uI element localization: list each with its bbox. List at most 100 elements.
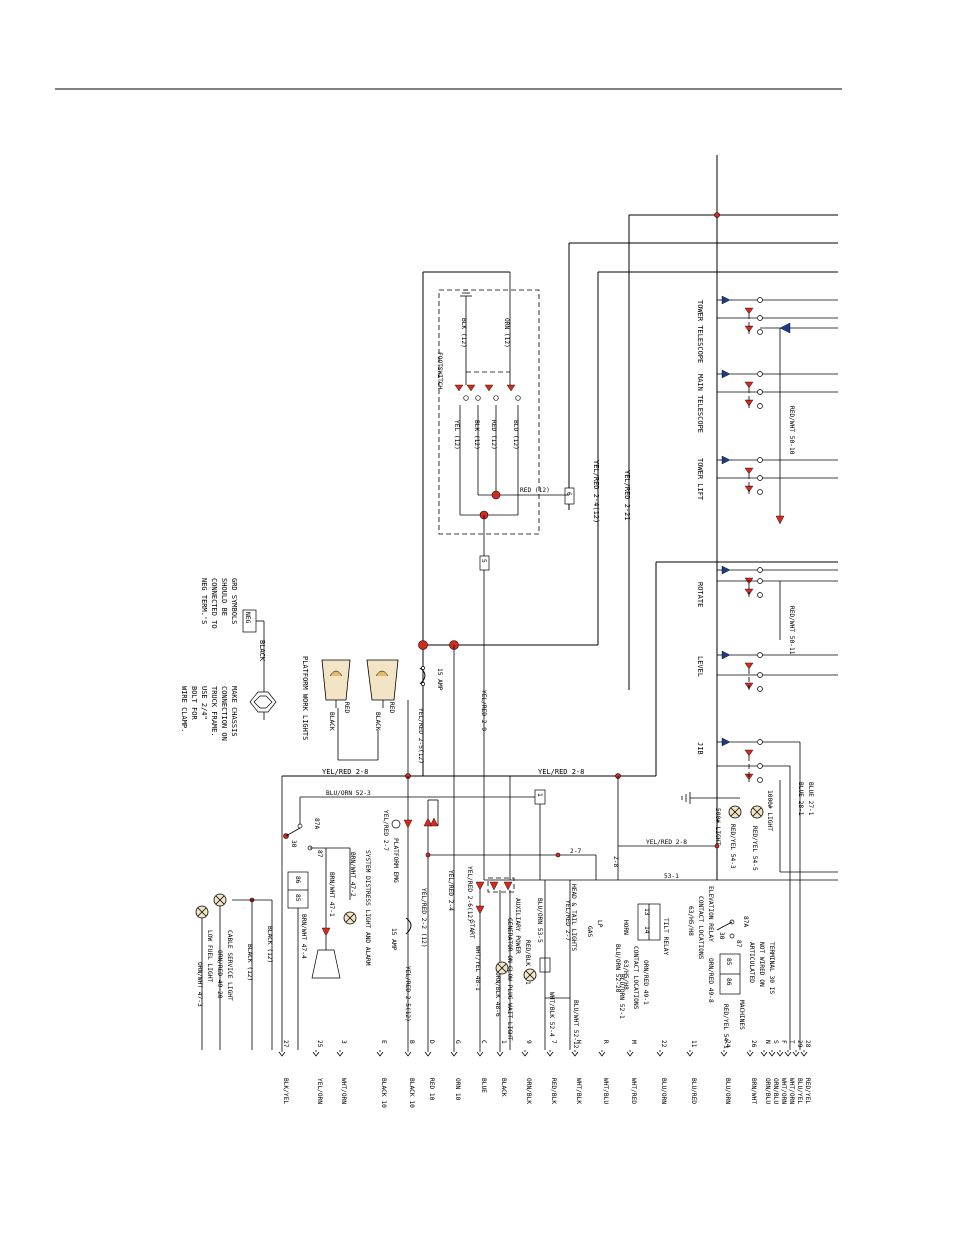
diode-icon [721,369,731,379]
fuse-15a-label: 15 AMP [436,668,443,691]
blue-27-label: BLUE 27-1 [807,782,814,816]
connector-arrow-icon [546,1051,554,1057]
elev-wire: ORN/RED 49-8 [707,958,714,1003]
diode-icon [429,817,439,827]
tilt-contact: CONTACT LOCATIONS [632,946,639,1010]
junction-node [714,843,720,849]
terminal-color-20: BLACK 10 [380,1078,387,1108]
gas-label: GAS [586,926,593,937]
bluorn-52-20: BLU/ORN 52-20 [614,944,621,993]
terminal-pin-8: 11 [690,1040,697,1048]
diode-icon [721,455,731,465]
valve-switch-groups [717,295,763,783]
emg-switch-icon [391,819,401,829]
elev-85: 85 [725,958,732,966]
low-fuel-label: LOW FUEL LIGHT [206,930,213,982]
terminal-color-19: BLACK 10 [408,1078,415,1108]
contact-arrow-icon [744,467,754,475]
contact-icon [757,567,763,573]
black-12-b: BLACK (12) [266,926,273,963]
contact-arrow-icon [466,384,476,392]
connector-arrow-icon [768,1051,776,1057]
diode-icon [721,737,731,747]
red-out-label: RED (12) [520,487,550,494]
bus-label-left: YEL/RED 2-8 [322,768,368,776]
1000-light-wire: RED/YEL 54-5 [751,826,758,871]
terminal-pin-3: F [780,1040,787,1044]
diode-icon [721,295,731,305]
terminal-color-4: ORN/BLU [772,1078,779,1104]
black-wire-label: BLACK [258,640,266,662]
head-tail-label: HEAD & TAIL LIGHTS [570,884,577,951]
redblk-51-1: RED/BLK 51-1 [524,940,531,985]
wire-label-2-21: YEL/RED 2-21 [623,470,631,521]
contact-icon [757,652,763,658]
connector-arrow-icon [746,1051,754,1057]
terminal-pin-12: H [575,1040,582,1044]
terminal-pin-4: S [772,1040,779,1044]
terminal-pin-1: 29 [796,1040,803,1048]
contact-icon [475,395,481,401]
valve-label-tower-telescope: TOWER TELESCOPE [696,300,704,363]
contact-arrow-icon [454,384,464,392]
connector-arrow-icon [776,1051,784,1057]
junction-node [491,490,501,500]
valve-label-tower-lift: TOWER LIFT [696,458,704,501]
chassis-note-2: CONNECTION ON [220,686,228,741]
elev-86: 86 [725,978,732,986]
terminal-color-21: WHT/ORN [340,1078,347,1104]
elev-label: ELEVATION RELAY [707,886,714,942]
yelred-2-4b: YEL/RED 2-4 [447,870,454,911]
connector-arrow-icon [571,1051,579,1057]
connector-arrow-icon [720,1051,728,1057]
grd-note-2: SHOULD BE [220,578,228,616]
terminal-pin-11: R [602,1040,609,1044]
whtyel-48-1: WHT/YEL 48-1 [474,946,481,991]
connector-arrow-icon [598,1051,606,1057]
fs-wire-orn: ORN (12) [503,318,510,348]
terminal-connector: 28RED/YEL29BLU/YELTWHT/ORNFWHT/ORNSORN/B… [278,1040,811,1108]
terminal-color-17: ORN 10 [454,1078,461,1101]
contact-icon [757,777,763,783]
terminal-pin-6: 26 [750,1040,757,1048]
terminal-pin-13: 7 [550,1040,557,1044]
connector-arrow-icon [496,1051,504,1057]
tilt-13: 13 [643,908,650,916]
fuse-6-label: 6 [565,492,572,496]
terminal-pin-0: 28 [804,1040,811,1048]
distress-w2: BRN/WHT 47-1 [328,872,335,917]
term-note-2: NOT WIRED ON [758,942,765,987]
fs-wire-blk: BLK (12) [460,318,467,348]
junction-node [555,852,561,858]
contact-icon [757,672,763,678]
connector-arrow-icon [800,1051,808,1057]
terminal-color-11: WHT/BLU [602,1078,609,1104]
fs-wire-yel: YEL (12) [453,420,460,450]
junction-node [425,852,431,858]
terminal-pin-7: 24 [724,1040,731,1048]
terminal-color-9: BLU/ORN [660,1078,667,1104]
terminal-pin-2: T [788,1040,795,1044]
terminal-pin-18: D [428,1040,435,1044]
terminal-pin-17: G [454,1040,461,1044]
blue-28-label: BLUE 28-1 [797,782,804,816]
wire-2-8: 2-8 [612,856,619,867]
connector-arrow-icon [376,1051,384,1057]
fuse-1-label: 1 [536,793,543,797]
connector-arrow-icon [760,1051,768,1057]
connector-arrow-icon [792,1051,800,1057]
elev-87a: 87A [742,916,749,927]
junction-node [418,640,428,650]
tilt-wire: ORN/RED 49-1 [642,960,649,1005]
contact-icon [463,395,469,401]
start-label: START [468,920,475,939]
connector-arrow-icon [784,1051,792,1057]
contact-icon [757,592,763,598]
fuse-6 [564,487,575,505]
elev-87: 87 [735,940,742,948]
junction-node [714,212,720,218]
cable-light-label: CABLE SERVICE LIGHT [226,930,233,1001]
work-light-icon [321,659,351,708]
bluorn-52-3-label: BLU/ORN 52-3 [326,790,371,797]
terminal-color-10: WHT/RED [630,1078,637,1104]
